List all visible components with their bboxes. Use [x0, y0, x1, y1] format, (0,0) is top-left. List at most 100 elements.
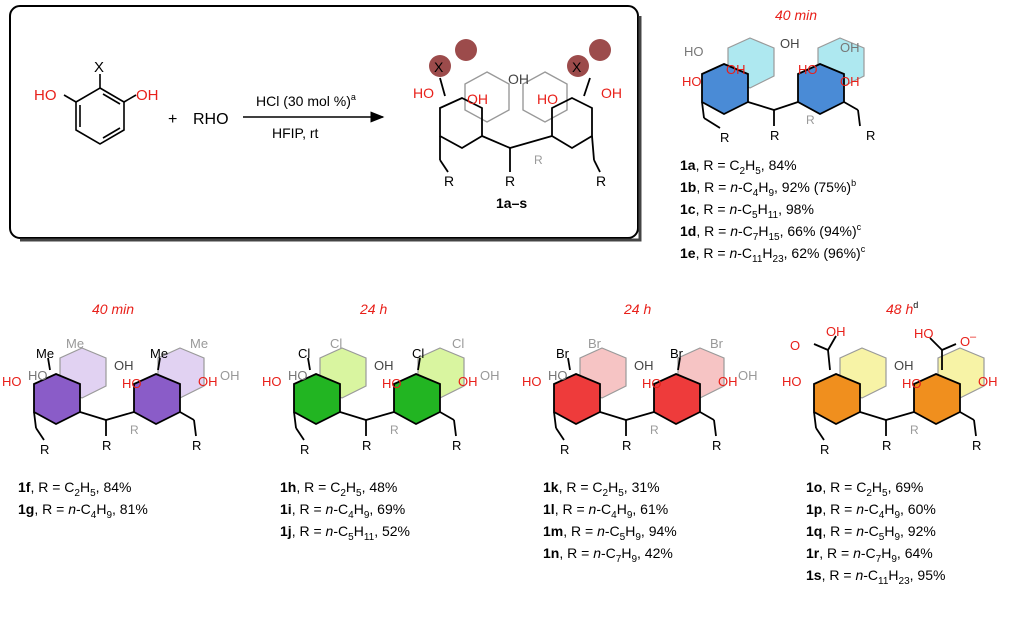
svg-text:OH: OH: [198, 374, 218, 389]
entry-1c: 1c, R = n-C5H11, 98%: [680, 201, 814, 221]
svg-text:OH: OH: [780, 36, 800, 51]
svg-text:Me: Me: [190, 336, 208, 351]
svg-text:Me: Me: [36, 346, 54, 361]
structure-1f: Me Me Me Me HO HO OH HO OH OH R R R R: [2, 336, 240, 457]
svg-text:R: R: [362, 438, 371, 453]
product-label: 1a–s: [496, 195, 527, 211]
plus-sign: +: [168, 111, 177, 128]
entry-1h: 1h, R = C2H5, 48%: [280, 479, 397, 499]
svg-text:HO: HO: [548, 368, 568, 383]
product-oh-back: OH: [508, 71, 529, 87]
svg-text:R: R: [972, 438, 981, 453]
yield-list-1k: 1k, R = C2H5, 31% 1l, R = n-C4H9, 61% 1m…: [543, 479, 677, 565]
product-oh-1: OH: [467, 91, 488, 107]
resorcinol-ho-label: HO: [34, 87, 57, 104]
svg-text:R: R: [712, 438, 721, 453]
entry-1i: 1i, R = n-C4H9, 69%: [280, 501, 405, 521]
svg-text:O: O: [790, 338, 800, 353]
entry-1m: 1m, R = n-C5H9, 94%: [543, 523, 677, 543]
time-label-1a: 40 min: [775, 7, 817, 23]
reaction-box: [9, 5, 642, 242]
svg-text:Cl: Cl: [452, 336, 464, 351]
product-x-right: X: [572, 59, 582, 75]
svg-text:R: R: [650, 423, 659, 437]
svg-text:OH: OH: [114, 358, 134, 373]
svg-text:HO: HO: [914, 326, 934, 341]
product-r-mid: R: [505, 173, 515, 189]
svg-text:OH: OH: [826, 324, 846, 339]
product-r-back: R: [534, 153, 543, 167]
svg-text:R: R: [910, 423, 919, 437]
svg-text:HO: HO: [122, 376, 142, 391]
entry-1s: 1s, R = n-C11H23, 95%: [806, 567, 945, 587]
conditions-above: HCl (30 mol %)a: [256, 92, 356, 109]
svg-text:Br: Br: [556, 346, 570, 361]
entry-1d: 1d, R = n-C7H15, 66% (94%)c: [680, 222, 862, 243]
product-ho-1: HO: [413, 85, 434, 101]
time-label-1o: 48 hd: [886, 300, 918, 317]
svg-text:OH: OH: [738, 368, 758, 383]
svg-text:R: R: [882, 438, 891, 453]
svg-text:R: R: [820, 442, 829, 457]
svg-text:OH: OH: [894, 358, 914, 373]
time-label-1f: 40 min: [92, 301, 134, 317]
entry-1f: 1f, R = C2H5, 84%: [18, 479, 131, 499]
svg-text:OH: OH: [840, 40, 860, 55]
yield-list-1a: 1a, R = C2H5, 84% 1b, R = n-C4H9, 92% (7…: [680, 157, 866, 265]
svg-text:OH: OH: [634, 358, 654, 373]
structure-1k: Br Br Br Br HO HO OH HO OH OH R R R R: [522, 336, 758, 457]
svg-text:HO: HO: [2, 374, 22, 389]
structure-1h: Cl Cl Cl Cl HO HO OH HO OH OH R R R R: [262, 336, 500, 457]
svg-text:R: R: [390, 423, 399, 437]
svg-text:HO: HO: [682, 74, 702, 89]
svg-text:HO: HO: [288, 368, 308, 383]
svg-text:Br: Br: [670, 346, 684, 361]
product-r-left: R: [444, 173, 454, 189]
entry-1g: 1g, R = n-C4H9, 81%: [18, 501, 148, 521]
svg-text:R: R: [452, 438, 461, 453]
svg-text:HO: HO: [522, 374, 542, 389]
entry-1k: 1k, R = C2H5, 31%: [543, 479, 660, 499]
svg-text:HO: HO: [28, 368, 48, 383]
svg-text:HO: HO: [684, 44, 704, 59]
entry-1j: 1j, R = n-C5H11, 52%: [280, 523, 410, 543]
entry-1e: 1e, R = n-C11H23, 62% (96%)c: [680, 244, 866, 265]
svg-text:R: R: [622, 438, 631, 453]
svg-text:R: R: [300, 442, 309, 457]
time-label-1k: 24 h: [623, 301, 651, 317]
conditions-below: HFIP, rt: [272, 125, 319, 141]
svg-text:Cl: Cl: [330, 336, 342, 351]
svg-text:R: R: [770, 128, 779, 143]
svg-text:R: R: [866, 128, 875, 143]
yield-list-1f: 1f, R = C2H5, 84% 1g, R = n-C4H9, 81%: [18, 479, 148, 521]
svg-text:HO: HO: [262, 374, 282, 389]
svg-text:HO: HO: [902, 376, 922, 391]
svg-text:Cl: Cl: [298, 346, 310, 361]
svg-text:HO: HO: [798, 62, 818, 77]
resorcinol-oh-label: OH: [136, 87, 159, 104]
svg-text:OH: OH: [480, 368, 500, 383]
entry-1p: 1p, R = n-C4H9, 60%: [806, 501, 936, 521]
entry-1b: 1b, R = n-C4H9, 92% (75%)b: [680, 178, 856, 199]
svg-text:OH: OH: [726, 62, 746, 77]
entry-1n: 1n, R = n-C7H9, 42%: [543, 545, 673, 565]
product-ho-2: HO: [537, 91, 558, 107]
aldehyde-reagent: RHO: [193, 111, 229, 128]
product-x-left: X: [434, 59, 444, 75]
svg-text:–: –: [970, 331, 977, 343]
product-structure: [429, 39, 611, 173]
svg-text:HO: HO: [642, 376, 662, 391]
svg-text:R: R: [130, 423, 139, 437]
product-r-right: R: [596, 173, 606, 189]
substituent-x-label: X: [94, 59, 104, 76]
svg-text:R: R: [720, 130, 729, 145]
svg-text:OH: OH: [220, 368, 240, 383]
svg-text:Me: Me: [150, 346, 168, 361]
yield-list-1o: 1o, R = C2H5, 69% 1p, R = n-C4H9, 60% 1q…: [806, 479, 945, 587]
svg-text:R: R: [192, 438, 201, 453]
entry-1q: 1q, R = n-C5H9, 92%: [806, 523, 936, 543]
svg-text:R: R: [40, 442, 49, 457]
svg-text:HO: HO: [382, 376, 402, 391]
structure-1o: O OH HO O – HO OH HO OH R R R R: [782, 324, 998, 457]
